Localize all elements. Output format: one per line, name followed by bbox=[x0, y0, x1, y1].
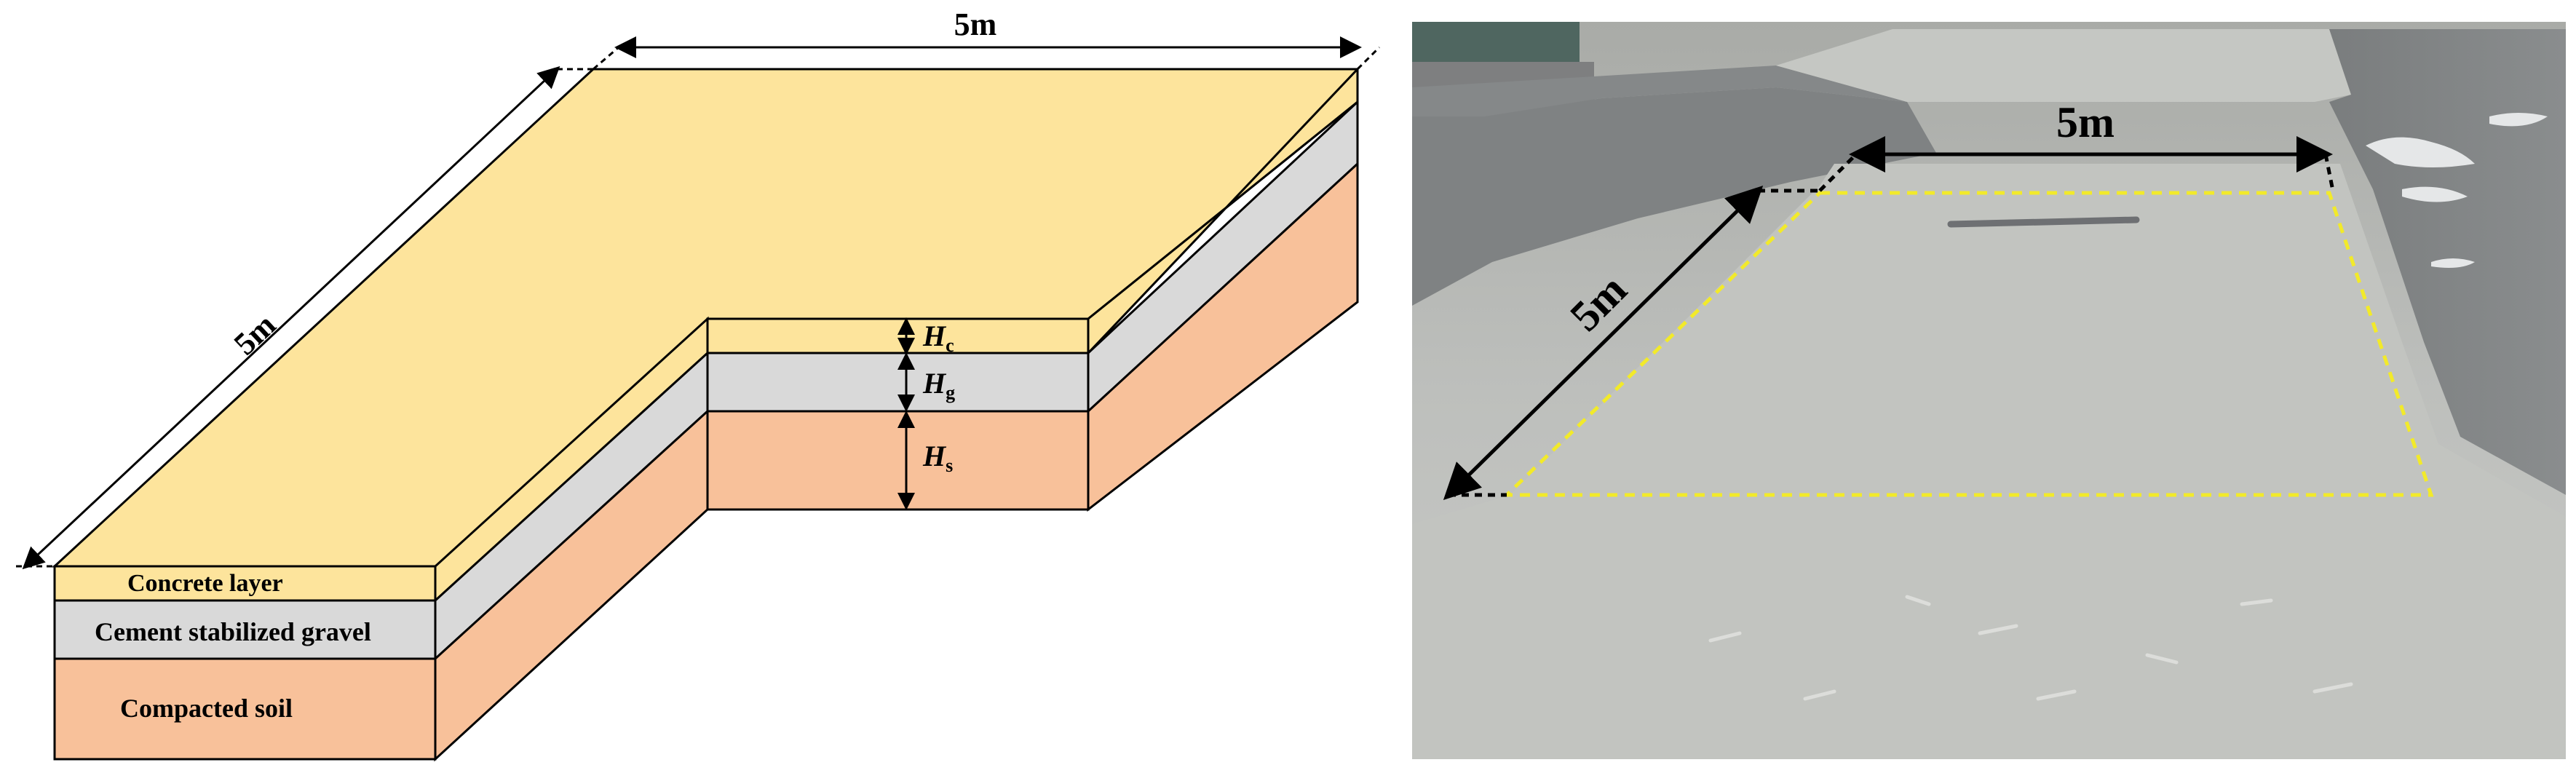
asphalt-left-lower bbox=[1412, 66, 1907, 116]
snow-patches bbox=[2366, 113, 2548, 268]
slab-dark-bar bbox=[1947, 216, 2140, 228]
label-compacted-soil: Compacted soil bbox=[120, 694, 293, 723]
field-photo: 5m 5m bbox=[1412, 22, 2566, 759]
label-cement-stabilized-gravel: Cement stabilized gravel bbox=[95, 617, 371, 646]
photo-top-ext-right bbox=[2323, 154, 2335, 191]
step-front-soil bbox=[706, 410, 1090, 511]
photo-side-dimension-arrow bbox=[1443, 185, 1764, 501]
top-dimension-label: 5m bbox=[954, 7, 997, 42]
top-dimension-ext-left bbox=[593, 46, 619, 71]
photo-top-ext-left bbox=[1818, 153, 1858, 192]
test-area-boundary bbox=[1502, 191, 2434, 497]
front-soil-layer bbox=[53, 657, 437, 761]
photo-top-dimension-label: 5m bbox=[2056, 98, 2115, 146]
side-dimension-label: 5m bbox=[227, 306, 282, 362]
side-dimension-arrow bbox=[22, 66, 560, 570]
label-hc: Hc bbox=[922, 320, 954, 356]
step-front-concrete bbox=[706, 317, 1090, 354]
surface-scuffs bbox=[1708, 595, 2353, 701]
slab-top bbox=[1776, 29, 2351, 102]
label-hs: Hs bbox=[922, 440, 953, 476]
step-front-gravel bbox=[706, 352, 1090, 413]
fence-strip bbox=[1412, 22, 1580, 66]
label-hg: Hg bbox=[922, 367, 955, 403]
label-concrete-layer: Concrete layer bbox=[127, 570, 283, 597]
layered-pavement-schematic: Concrete layer Cement stabilized gravel … bbox=[16, 7, 1381, 762]
front-gravel-layer bbox=[53, 599, 437, 660]
top-dimension-ext-right bbox=[1356, 46, 1381, 71]
